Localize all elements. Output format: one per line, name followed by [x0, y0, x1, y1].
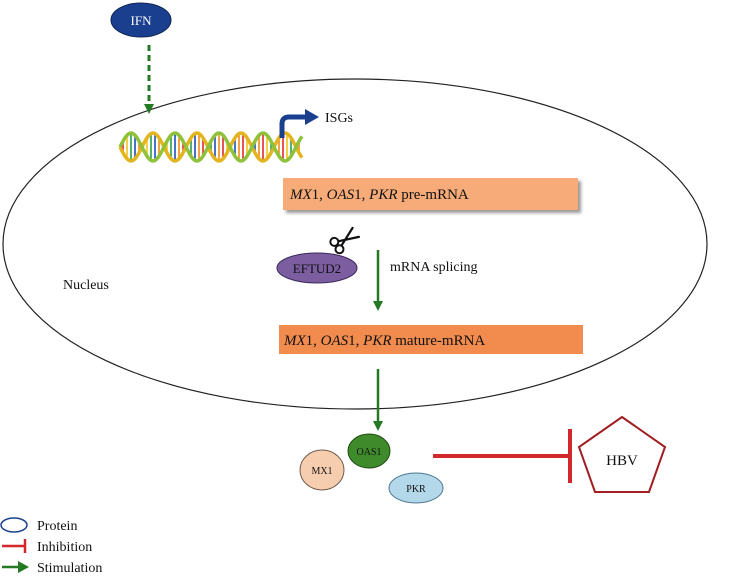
ifn-label: IFN: [131, 13, 153, 28]
nucleus-label: Nucleus: [63, 278, 109, 293]
mature_mrna-part: mature-mRNA: [392, 333, 486, 349]
isgs-label: ISGs: [325, 111, 353, 126]
mature-mrna-box: [279, 325, 583, 354]
pre_mrna-part: PKR: [368, 187, 397, 203]
mature_mrna-part: PKR: [362, 333, 391, 349]
mature-mrna-label: MX1, OAS1, PKR mature-mRNA: [283, 333, 485, 349]
oas1-label: OAS1: [356, 447, 381, 458]
pkr-protein: PKR: [388, 472, 444, 504]
legend-stimulation-label: Stimulation: [37, 561, 102, 576]
isg-arrowhead-icon: [305, 109, 319, 125]
legend-protein-label: Protein: [37, 519, 77, 534]
mature_mrna-part: OAS: [321, 333, 349, 349]
eftud2-node: EFTUD2: [276, 252, 358, 284]
hbv-label: HBV: [606, 453, 638, 469]
mature_mrna-part: MX: [283, 333, 306, 349]
dna-helix-icon: [118, 131, 304, 163]
mature_mrna-part: 1,: [306, 333, 321, 349]
legend: Protein Inhibition Stimulation: [0, 517, 102, 576]
pre_mrna-part: pre-mRNA: [398, 187, 469, 203]
eftud2-label: EFTUD2: [293, 261, 341, 276]
pre-mrna-box: [283, 178, 578, 210]
mature_mrna-part: 1,: [348, 333, 363, 349]
pre_mrna-part: OAS: [327, 187, 355, 203]
legend-stimulation-arrowhead-icon: [18, 561, 29, 573]
ifn-node: IFN: [110, 2, 172, 38]
oas1-protein: OAS1: [347, 433, 391, 469]
isg-bent-arrow-icon: [279, 114, 307, 138]
mx1-protein: MX1: [299, 449, 345, 491]
nucleus-ellipse: [2, 78, 708, 410]
pre_mrna-part: MX: [289, 187, 312, 203]
pre_mrna-part: 1,: [312, 187, 327, 203]
hbv-node: HBV: [577, 415, 667, 493]
pre-mrna-label: MX1, OAS1, PKR pre-mRNA: [289, 187, 469, 203]
scissors-icon: [329, 226, 361, 255]
pkr-label: PKR: [406, 484, 426, 495]
legend-protein-icon: [0, 517, 28, 533]
splicing-label: mRNA splicing: [390, 260, 478, 275]
legend-inhibition-label: Inhibition: [37, 540, 92, 555]
pre_mrna-part: 1,: [354, 187, 369, 203]
mx1-label: MX1: [311, 466, 332, 477]
